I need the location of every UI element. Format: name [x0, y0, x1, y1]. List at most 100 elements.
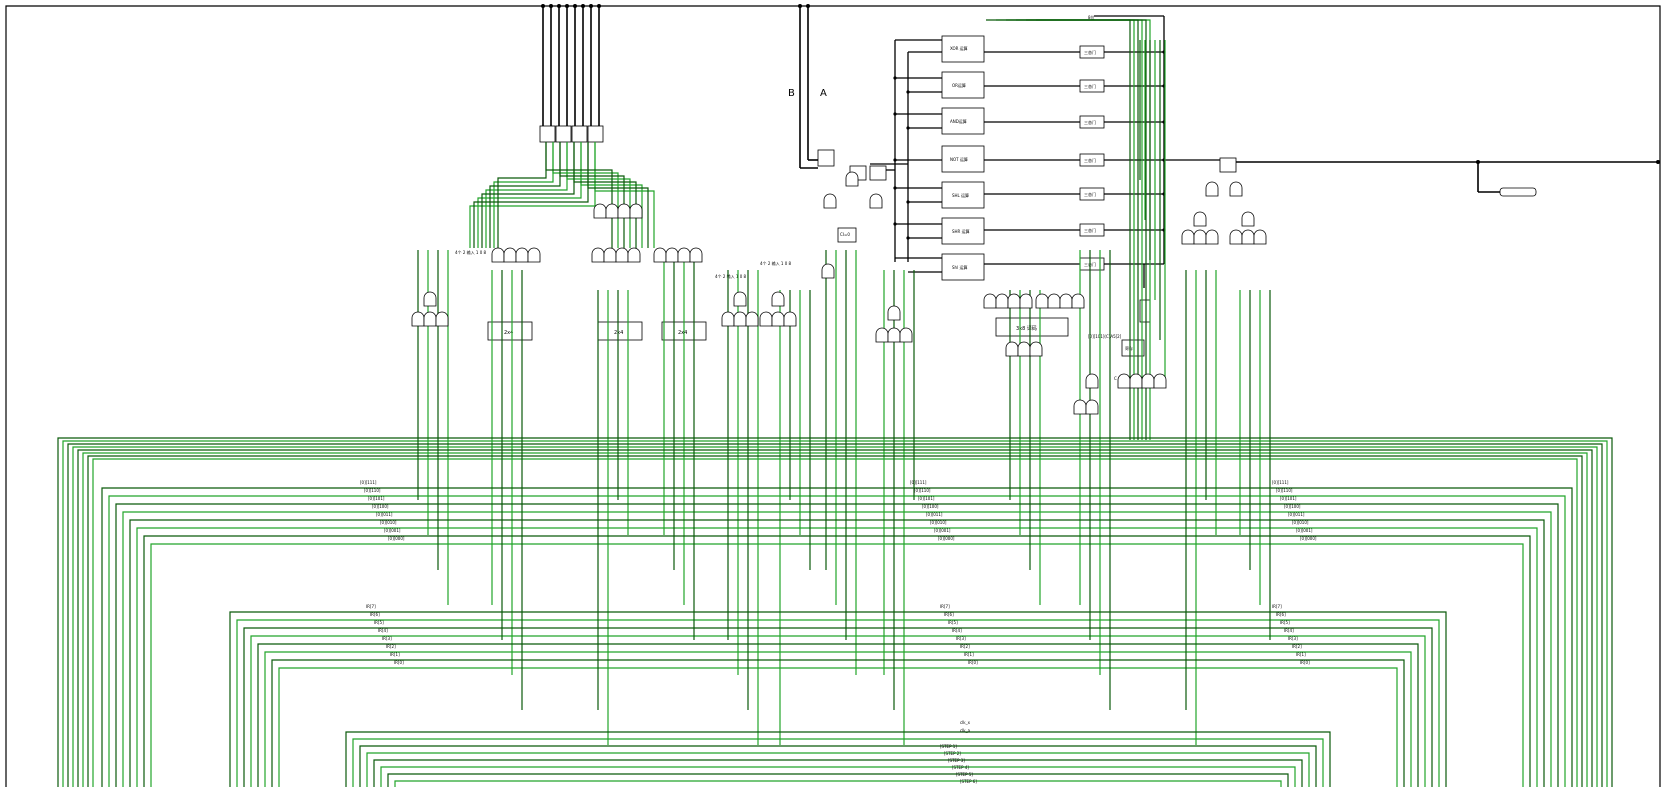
logic-gate: [1019, 293, 1033, 309]
ir-bit-label: IR[5]: [948, 620, 958, 625]
op-code-label: [0][100]: [922, 504, 939, 509]
op-code-label: [0][011]: [376, 512, 393, 517]
logic-gate: [629, 203, 643, 219]
clock-label: clk_a: [960, 728, 971, 733]
ir-labels-mid: IR[7]IR[6]IR[5]IR[4]IR[3]IR[2]IR[1]IR[0]: [940, 604, 978, 665]
op-code-label: [0][101]: [368, 496, 385, 501]
clk-labels: clk_x clk_a: [960, 720, 971, 733]
step-label: [STEP 3]: [948, 758, 965, 763]
alu-block-and: [941, 107, 985, 135]
wire: [497, 142, 547, 248]
wire: [143, 535, 1531, 787]
ir-bit-label: IR[4]: [952, 628, 962, 633]
logic-gate: [617, 203, 631, 219]
ir-labels-right: IR[7]IR[6]IR[5]IR[4]IR[3]IR[2]IR[1]IR[0]: [1272, 604, 1310, 665]
logic-gate: [435, 311, 449, 327]
wire: [493, 142, 554, 248]
decoder-3x8: [995, 317, 1069, 337]
logic-gate: [721, 311, 735, 327]
logic-gate: [1029, 341, 1043, 357]
alu-bus: [870, 15, 1225, 288]
wire: [271, 659, 1405, 787]
wire: [122, 511, 1552, 787]
wire: [352, 738, 1324, 787]
ir-bit-label: IR[2]: [1292, 644, 1302, 649]
alu-block-shr-label: SHR 运算: [952, 228, 970, 234]
wire: [82, 452, 1588, 787]
top-data-bus: [542, 6, 1660, 193]
op-labels-right: [0][111][0][110][0][101][0][100][0][011]…: [1272, 480, 1317, 541]
ir-bit-label: IR[1]: [390, 652, 400, 657]
logic-gate: [593, 203, 607, 219]
logic-gate: [1181, 229, 1195, 245]
bus-label-a: A: [820, 88, 827, 99]
alu-block-not: [941, 145, 985, 173]
op-labels-mid: [0][111][0][110][0][101][0][100][0][011]…: [910, 480, 955, 541]
logic-gate: [491, 247, 505, 263]
wire: [552, 142, 619, 248]
ir-bit-label: IR[2]: [386, 644, 396, 649]
step-label: [STEP 6]: [960, 779, 977, 784]
logic-gate: [1085, 399, 1099, 415]
logic-gate: [771, 291, 785, 307]
logic-gate: [605, 203, 619, 219]
wire: [77, 449, 1593, 787]
logic-gate: [869, 193, 883, 209]
logic-gate: [745, 311, 759, 327]
wire: [150, 543, 1524, 787]
logic-gate: [689, 247, 703, 263]
ir-bit-label: IR[0]: [1300, 660, 1310, 665]
wire: [62, 440, 1608, 787]
tristate-label: 三态门: [1084, 191, 1096, 197]
tristate-label: 三态门: [1084, 83, 1096, 89]
clock-label: clk_x: [960, 720, 971, 725]
wire: [278, 667, 1398, 787]
tristate-label: 三态门: [1084, 227, 1096, 233]
wires-light: [62, 19, 1608, 787]
op-code-label: [0][011]: [926, 512, 943, 517]
wire: [587, 142, 649, 248]
wire: [380, 766, 1296, 787]
frame: [5, 5, 1661, 787]
alu-block-xor-label: XOR 运算: [950, 45, 968, 51]
logic-gate: [1205, 181, 1219, 197]
wire: [257, 643, 1419, 787]
ir-bit-label: IR[1]: [964, 652, 974, 657]
alu-blocks: XOR 运算 OR运算 AND运算 NOT 运算 SHL 运算 SHR 运算 S…: [941, 35, 985, 281]
op-code-label: [0][010]: [930, 520, 947, 525]
flag-register-note: [0][101](C)A5[2]: [1088, 334, 1122, 339]
step-labels: [STEP 1][STEP 2][STEP 3][STEP 4][STEP 5]…: [940, 744, 977, 784]
wire: [345, 731, 1331, 787]
alu-block-add-label: Shl 运算: [952, 264, 967, 270]
gates: [411, 171, 1267, 415]
decoders-2x4: 2x4 2x4 2x4: [487, 321, 707, 341]
step-label: [STEP 2]: [944, 751, 961, 756]
ir-bit-label: IR[3]: [1288, 636, 1298, 641]
logic-gate: [1129, 373, 1143, 389]
op-code-label: [0][111]: [360, 480, 377, 485]
wire: [359, 745, 1317, 787]
logic-gate: [411, 311, 425, 327]
logic-gate: [733, 311, 747, 327]
logic-gate: [1153, 373, 1167, 389]
decoder-2x4-label: 2x4: [504, 330, 513, 336]
tristate-label: 三态门: [1084, 119, 1096, 125]
logic-gate: [1017, 341, 1031, 357]
wire: [573, 142, 637, 248]
ir-bit-label: IR[3]: [956, 636, 966, 641]
tristate-buffers: 三态门 三态门 三态门 三态门 三态门 三态门 三态门: [1079, 45, 1105, 271]
input-splitters: [539, 125, 604, 143]
wire: [559, 142, 625, 248]
logic-gate: [1229, 229, 1243, 245]
wire: [366, 752, 1310, 787]
logic-gate: [759, 311, 773, 327]
logic-gate: [1241, 211, 1255, 227]
alu-block-shr: [941, 217, 985, 245]
gate-note-8bit: 8位: [1088, 14, 1095, 20]
ir-bit-label: IR[7]: [940, 604, 950, 609]
op-labels-left: [0][111][0][110][0][101][0][100][0][011]…: [360, 480, 405, 541]
op-code-label: [0][000]: [1300, 536, 1317, 541]
logic-gate: [1229, 181, 1243, 197]
wire: [545, 142, 613, 248]
